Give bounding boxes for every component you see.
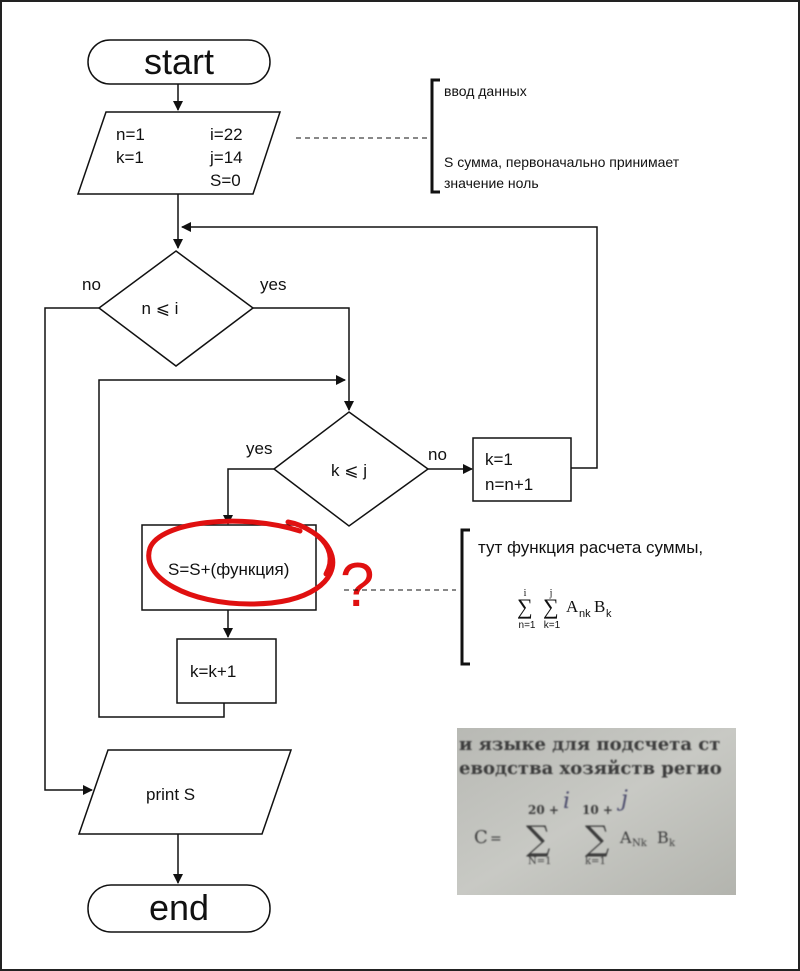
term-a: A — [566, 597, 579, 616]
sigma-1-lower: n=1 — [519, 620, 536, 631]
sigma-2: ∑ — [543, 594, 559, 619]
input-block: n=1 k=1 i=22 j=14 S=0 — [76, 111, 282, 195]
start-label: start — [144, 41, 214, 82]
input-k: k=1 — [116, 148, 144, 167]
process-sum-label: S=S+(функция) — [168, 560, 289, 579]
photo-c: C — [474, 827, 488, 848]
question-mark: ? — [340, 551, 374, 620]
sigma-2-lower: k=1 — [544, 620, 561, 631]
decision-inner-label: k ⩽ j — [331, 461, 367, 480]
input-n: n=1 — [116, 125, 145, 144]
sigma-1-upper: i — [524, 588, 527, 599]
arrow-outer-no — [44, 307, 99, 795]
process-sum: S=S+(функция) — [141, 524, 317, 611]
photo-hand-i: i — [563, 789, 570, 814]
decision-inner-yes: yes — [246, 439, 272, 458]
start-terminal: start — [87, 39, 271, 85]
input-s: S=0 — [210, 171, 241, 190]
photo-line1: и языке для подсчета ст — [459, 734, 720, 755]
arrow-inner-yes — [223, 468, 274, 525]
note-input-line3: значение ноль — [444, 175, 539, 191]
decision-inner-no: no — [428, 445, 447, 464]
note-input-bracket — [430, 78, 440, 194]
process-kn-line2: n=n+1 — [485, 475, 533, 494]
photo-excerpt: и языке для подсчета ст еводства хозяйст… — [457, 728, 736, 895]
decision-outer-no: no — [82, 275, 101, 294]
decision-inner: k ⩽ j — [272, 411, 430, 527]
decision-outer-label: n ⩽ i — [142, 299, 179, 318]
output-label: print S — [146, 785, 195, 804]
photo-sum2-lower: k=1 — [585, 856, 606, 867]
note-input-line1: ввод данных — [444, 83, 527, 99]
photo-sum2-upper: 10 + — [582, 803, 613, 817]
process-k-increment: k=k+1 — [176, 638, 277, 704]
process-kn: k=1 n=n+1 — [472, 437, 572, 502]
photo-sum1-lower: N=1 — [528, 856, 552, 867]
arrow-outer-yes — [253, 307, 354, 411]
photo-term-a-sub: Nk — [632, 838, 648, 849]
process-k-label: k=k+1 — [190, 662, 236, 681]
decision-outer: n ⩽ i — [97, 250, 255, 367]
note-function-bracket — [460, 528, 470, 666]
term-b-sub: k — [606, 608, 612, 620]
loop-back-inner — [98, 375, 346, 718]
loop-back-outer — [181, 222, 598, 469]
photo-sigma2: ∑ — [585, 819, 609, 859]
photo-eq: = — [490, 831, 502, 847]
decision-outer-yes: yes — [260, 275, 286, 294]
sum-formula: ∑ i n=1 ∑ j k=1 A nk B k — [517, 588, 612, 631]
sigma-2-upper: j — [549, 588, 553, 599]
photo-term-b: B — [657, 828, 669, 847]
input-j: j=14 — [209, 148, 243, 167]
input-i: i=22 — [210, 125, 243, 144]
photo-line2: еводства хозяйств регио — [459, 758, 722, 779]
photo-term-a: A — [619, 828, 632, 847]
end-label: end — [149, 887, 209, 928]
term-b: B — [594, 597, 605, 616]
term-a-sub: nk — [579, 608, 591, 620]
process-kn-line1: k=1 — [485, 450, 513, 469]
note-input-line2: S сумма, первоначально принимает — [444, 154, 680, 170]
output-block: print S — [77, 749, 293, 835]
end-terminal: end — [87, 884, 271, 933]
photo-sigma1: ∑ — [526, 819, 550, 859]
note-function-title: тут функция расчета суммы, — [478, 538, 703, 557]
sigma-1: ∑ — [517, 594, 533, 619]
photo-term-b-sub: k — [669, 838, 676, 849]
red-highlight-circle — [146, 518, 336, 607]
photo-sum1-upper: 20 + — [528, 803, 559, 817]
